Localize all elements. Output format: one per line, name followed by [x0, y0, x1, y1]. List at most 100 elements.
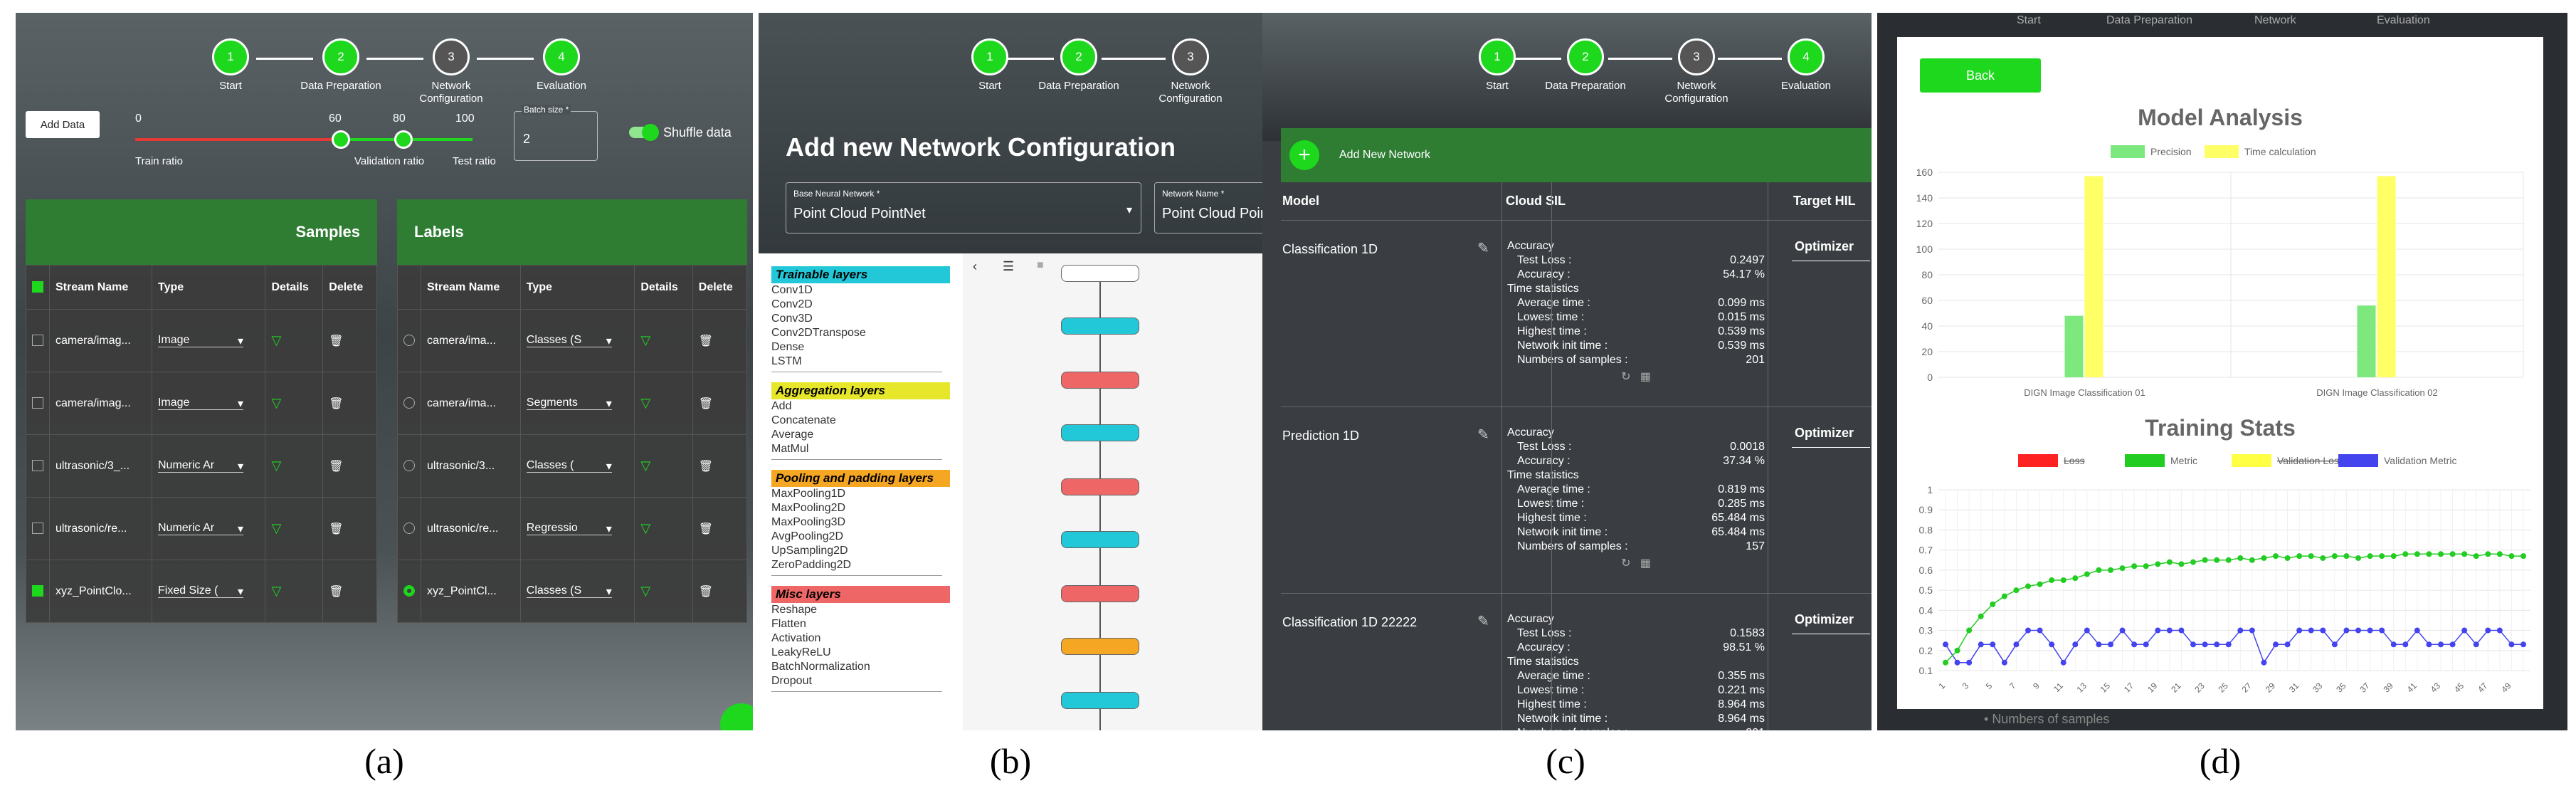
graph-node-batchnorm[interactable]	[1061, 478, 1139, 495]
train-ratio-handle[interactable]	[332, 130, 350, 149]
details-icon[interactable]: ▽	[640, 584, 651, 598]
collapse-icon[interactable]: ‹	[973, 259, 977, 273]
batch-size-field[interactable]: Batch size * 2	[514, 105, 598, 161]
details-icon[interactable]: ▽	[271, 521, 282, 535]
details-icon[interactable]: ▽	[640, 333, 651, 347]
layer-item[interactable]: Conv2DTranspose	[771, 327, 866, 339]
layer-item[interactable]: MatMul	[771, 443, 809, 455]
type-select[interactable]: Classes (S	[526, 334, 612, 348]
row-radio[interactable]	[403, 523, 415, 535]
graph-node-batchnorm[interactable]	[1061, 372, 1139, 389]
type-select[interactable]: Image	[157, 334, 243, 348]
layer-item[interactable]: Concatenate	[771, 414, 836, 426]
refresh-icon[interactable]: ↻	[1621, 371, 1631, 383]
type-select[interactable]: Numeric Ar	[157, 459, 243, 473]
layer-item[interactable]: Conv1D	[771, 284, 813, 296]
type-select[interactable]: Classes (S	[526, 584, 612, 599]
type-select[interactable]: Numeric Ar	[157, 522, 243, 536]
row-checkbox[interactable]	[32, 335, 43, 347]
base-network-select[interactable]: Base Neural Network * Point Cloud PointN…	[786, 182, 1141, 233]
layer-item[interactable]: MaxPooling3D	[771, 516, 846, 528]
add-data-button[interactable]: Add Data	[26, 111, 100, 138]
trash-icon[interactable]: 🗑	[698, 397, 714, 410]
row-radio[interactable]	[403, 460, 415, 472]
trash-icon[interactable]: 🗑	[329, 460, 344, 473]
layer-item[interactable]: LeakyReLU	[771, 646, 831, 658]
row-radio[interactable]	[403, 335, 415, 347]
layer-item[interactable]: Reshape	[771, 604, 818, 616]
type-select[interactable]: Segments	[526, 397, 612, 411]
layer-item[interactable]: Activation	[771, 632, 821, 644]
refresh-icon[interactable]: ↻	[1621, 557, 1631, 570]
layer-item[interactable]: Dense	[771, 341, 805, 353]
details-icon[interactable]: ▽	[271, 396, 282, 410]
shuffle-toggle[interactable]	[629, 124, 659, 141]
layer-item[interactable]: MaxPooling1D	[771, 488, 846, 500]
type-select[interactable]: Classes (	[526, 459, 612, 473]
validation-ratio-handle[interactable]	[394, 130, 413, 149]
type-select[interactable]: Regressio	[526, 522, 612, 536]
details-icon[interactable]: ▽	[271, 333, 282, 347]
details-icon[interactable]: ▽	[640, 458, 651, 473]
trash-icon[interactable]: 🗑	[698, 460, 714, 473]
select-all-checkbox[interactable]	[32, 281, 43, 293]
network-name-field[interactable]: Network Name * Point Cloud PointN	[1154, 182, 1262, 233]
add-network-button[interactable]: +	[1289, 140, 1319, 170]
edit-icon[interactable]: ✎	[1477, 427, 1489, 443]
row-checkbox[interactable]	[32, 397, 43, 409]
layer-item[interactable]: BatchNormalization	[771, 661, 870, 673]
graph-node-batchnorm[interactable]	[1061, 585, 1139, 602]
layer-item[interactable]: Add	[771, 400, 792, 412]
table-icon[interactable]: ▦	[1640, 371, 1651, 383]
edit-icon[interactable]: ✎	[1477, 614, 1489, 629]
layer-item[interactable]: Average	[771, 429, 814, 441]
table-icon[interactable]: ▦	[1640, 557, 1651, 570]
details-icon[interactable]: ▽	[271, 458, 282, 473]
graph-node-conv[interactable]	[1061, 531, 1139, 548]
details-icon[interactable]: ▽	[640, 396, 651, 410]
layer-item[interactable]: Flatten	[771, 618, 806, 630]
edit-icon[interactable]: ✎	[1477, 241, 1489, 256]
align-icon[interactable]: ☰	[1003, 259, 1015, 273]
delete-icon[interactable]: ■	[1037, 259, 1044, 271]
trash-icon[interactable]: 🗑	[698, 523, 714, 535]
layer-item[interactable]: AvgPooling2D	[771, 530, 844, 542]
layer-item[interactable]: Dropout	[771, 675, 812, 687]
row-radio[interactable]	[403, 585, 415, 597]
graph-node-input[interactable]	[1061, 265, 1139, 282]
layer-item[interactable]: Conv3D	[771, 313, 813, 325]
layer-item[interactable]: MaxPooling2D	[771, 502, 846, 514]
fab-add-button[interactable]	[720, 703, 753, 730]
row-radio[interactable]	[403, 397, 415, 409]
row-checkbox[interactable]	[32, 585, 43, 597]
row-checkbox[interactable]	[32, 460, 43, 472]
trash-icon[interactable]: 🗑	[329, 585, 344, 598]
trash-icon[interactable]: 🗑	[329, 523, 344, 535]
graph-node-conv[interactable]	[1061, 317, 1139, 335]
layer-item[interactable]: Conv2D	[771, 298, 813, 310]
graph-node-conv[interactable]	[1061, 692, 1139, 709]
layer-item[interactable]: ZeroPadding2D	[771, 559, 852, 571]
type-select[interactable]: Fixed Size (	[157, 584, 243, 599]
trash-icon[interactable]: 🗑	[329, 335, 344, 347]
trash-icon[interactable]: 🗑	[698, 335, 714, 347]
graph-canvas[interactable]: ‹ ☰ ■	[963, 253, 1262, 730]
details-icon[interactable]: ▽	[640, 521, 651, 535]
graph-node-pooling[interactable]	[1061, 638, 1139, 655]
details-icon[interactable]: ▽	[271, 584, 282, 598]
layer-item[interactable]: UpSampling2D	[771, 545, 848, 557]
trash-icon[interactable]: 🗑	[329, 397, 344, 410]
type-select[interactable]: Image	[157, 397, 243, 411]
row-checkbox[interactable]	[32, 523, 43, 535]
